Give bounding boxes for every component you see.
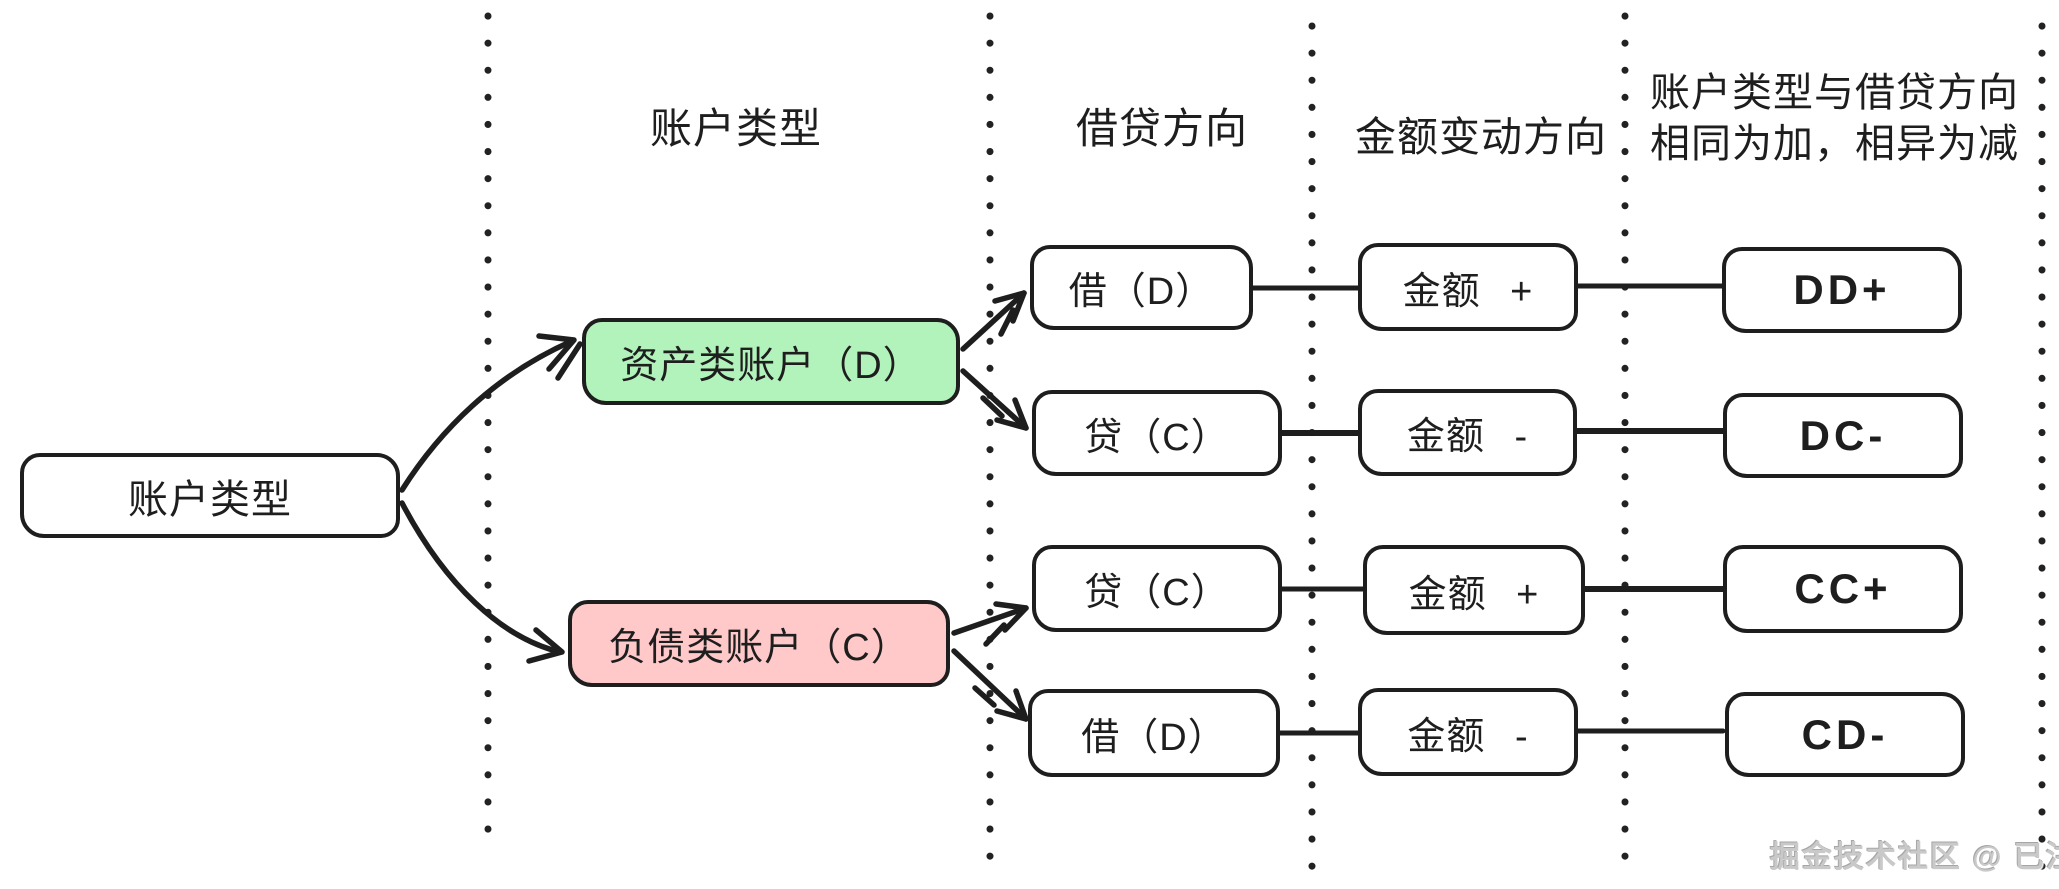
node-direction-row3: 贷（C） bbox=[1032, 545, 1282, 632]
row-connector-lines bbox=[1250, 283, 1726, 736]
column-header-rule-line2: 相同为加，相异为减 bbox=[1650, 122, 2019, 166]
column-header-rule: 账户类型与借贷方向 相同为加，相异为减 bbox=[1650, 68, 2019, 170]
node-direction-row2: 贷（C） bbox=[1032, 390, 1282, 476]
node-result-row1: DD+ bbox=[1722, 247, 1962, 333]
node-amount-row1: 金额 + bbox=[1358, 243, 1578, 331]
node-asset-account: 资产类账户（D） bbox=[582, 318, 960, 405]
watermark: 掘金技术社区 @ 已注销 bbox=[1770, 841, 2059, 874]
node-account-type-root: 账户类型 bbox=[20, 453, 400, 538]
column-header-amount-change: 金额变动方向 bbox=[1355, 114, 1607, 160]
node-liability-account: 负债类账户（C） bbox=[568, 600, 950, 687]
node-amount-row4: 金额 - bbox=[1358, 688, 1578, 776]
column-header-rule-line1: 账户类型与借贷方向 bbox=[1650, 71, 2019, 115]
node-result-row3: CC+ bbox=[1723, 545, 1963, 633]
node-amount-row3: 金额 + bbox=[1363, 545, 1585, 635]
node-direction-row1: 借（D） bbox=[1030, 245, 1253, 330]
node-result-row2: DC- bbox=[1723, 393, 1963, 478]
node-amount-row2: 金额 - bbox=[1358, 389, 1577, 476]
node-result-row4: CD- bbox=[1725, 692, 1965, 777]
column-header-debit-credit: 借贷方向 bbox=[1076, 105, 1249, 152]
column-header-account-type: 账户类型 bbox=[650, 105, 823, 152]
node-direction-row4: 借（D） bbox=[1028, 689, 1280, 777]
